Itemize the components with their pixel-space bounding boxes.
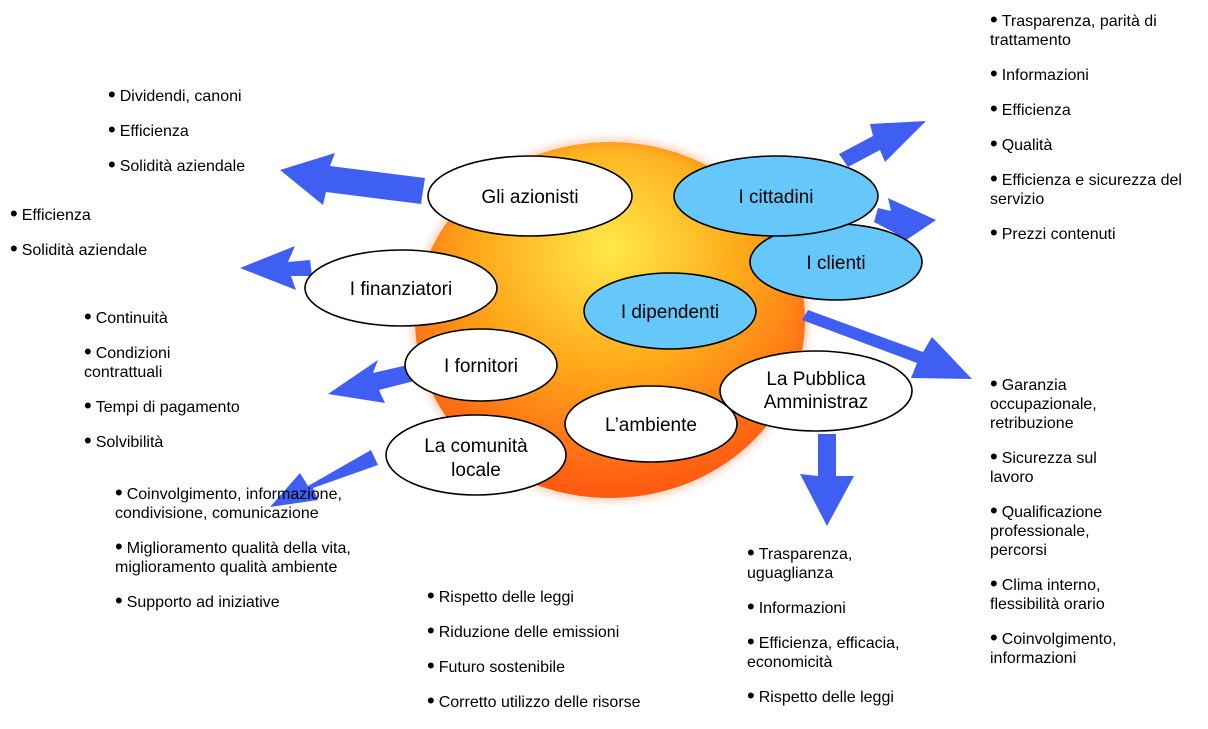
node-comunita-shape (385, 414, 567, 496)
node-ambiente-shape (564, 385, 738, 463)
list-ambiente: Rispetto delle leggi Riduzione delle emi… (427, 586, 717, 726)
node-pa-shape (719, 350, 913, 432)
nodes (304, 155, 923, 496)
arrow-pa (800, 434, 854, 526)
node-azionisti-shape (427, 155, 633, 237)
arrow-cittadini (839, 121, 926, 167)
list-item: Clima interno, flessibilità orario (990, 574, 1140, 614)
list-item: Rispetto delle leggi (427, 586, 717, 607)
node-dipendenti-label: I dipendenti (621, 302, 719, 323)
list-item: Prezzi contenuti (990, 223, 1205, 244)
list-item: Futuro sostenibile (427, 656, 717, 677)
list-item: Solidità aziendale (10, 239, 210, 260)
node-labels: Gli azionisti I finanziatori I fornitori… (350, 187, 868, 481)
list-item: Tempi di pagamento (84, 396, 284, 417)
list-fornitori: Continuità Condizioni contrattuali Tempi… (84, 307, 240, 466)
list-item: Supporto ad iniziative (115, 591, 380, 612)
node-finanziatori-label: I finanziatori (350, 279, 452, 300)
arrows (240, 121, 972, 526)
list-finanziatori: Efficienza Solidità aziendale (10, 204, 210, 274)
list-item: Informazioni (990, 64, 1205, 85)
list-item: Coinvolgimento, informazione, condivisio… (115, 483, 380, 523)
list-item: Trasparenza, parità di trattamento (990, 10, 1205, 50)
list-item: Rispetto delle leggi (747, 686, 947, 707)
list-item: Sicurezza sul lavoro (990, 447, 1140, 487)
list-azionisti: Dividendi, canoni Efficienza Solidità az… (108, 85, 308, 190)
list-cittadini-clienti: Trasparenza, parità di trattamento Infor… (990, 10, 1205, 258)
list-item: Coinvolgimento, informazioni (990, 628, 1140, 668)
list-item: Garanzia occupazionale, retribuzione (990, 374, 1140, 433)
arrow-fornitori (328, 360, 418, 403)
list-item: Condizioni contrattuali (84, 342, 204, 382)
list-item: Efficienza e sicurezza del servizio (990, 169, 1205, 209)
list-item: Riduzione delle emissioni (427, 621, 717, 642)
list-item: Efficienza, efficacia, economicità (747, 632, 947, 672)
list-item: Efficienza (10, 204, 210, 225)
list-item: Solidità aziendale (108, 155, 308, 176)
list-item: Trasparenza, uguaglianza (747, 543, 907, 583)
list-item: Corretto utilizzo delle risorse (427, 691, 717, 712)
node-cittadini-label: I cittadini (739, 187, 814, 208)
node-azionisti-label: Gli azionisti (481, 187, 578, 208)
node-cittadini-shape (673, 155, 879, 237)
node-fornitori-shape (404, 328, 558, 402)
list-dipendenti: Garanzia occupazionale, retribuzione Sic… (990, 374, 1140, 682)
list-item: Informazioni (747, 597, 947, 618)
arrow-finanziatori (240, 246, 312, 290)
node-fornitori-label: I fornitori (444, 356, 518, 377)
list-comunita: Coinvolgimento, informazione, condivisio… (115, 483, 380, 626)
list-item: Solvibilità (84, 431, 224, 452)
arrow-azionisti (280, 153, 425, 205)
node-ambiente-label: L’ambiente (605, 415, 697, 436)
list-item: Efficienza (990, 99, 1205, 120)
list-item: Continuità (84, 307, 224, 328)
list-item: Dividendi, canoni (108, 85, 308, 106)
list-item: Efficienza (108, 120, 308, 141)
node-clienti-label: I clienti (806, 253, 865, 274)
list-item: Qualità (990, 134, 1205, 155)
list-pa: Trasparenza, uguaglianza Informazioni Ef… (747, 543, 947, 721)
node-dipendenti-shape (583, 272, 757, 350)
list-item: Qualificazione professionale, percorsi (990, 501, 1130, 560)
list-item: Miglioramento qualità della vita, miglio… (115, 537, 373, 577)
node-finanziatori-shape (304, 249, 498, 327)
arrow-dipendenti (802, 310, 972, 379)
arrow-clienti (874, 198, 936, 249)
